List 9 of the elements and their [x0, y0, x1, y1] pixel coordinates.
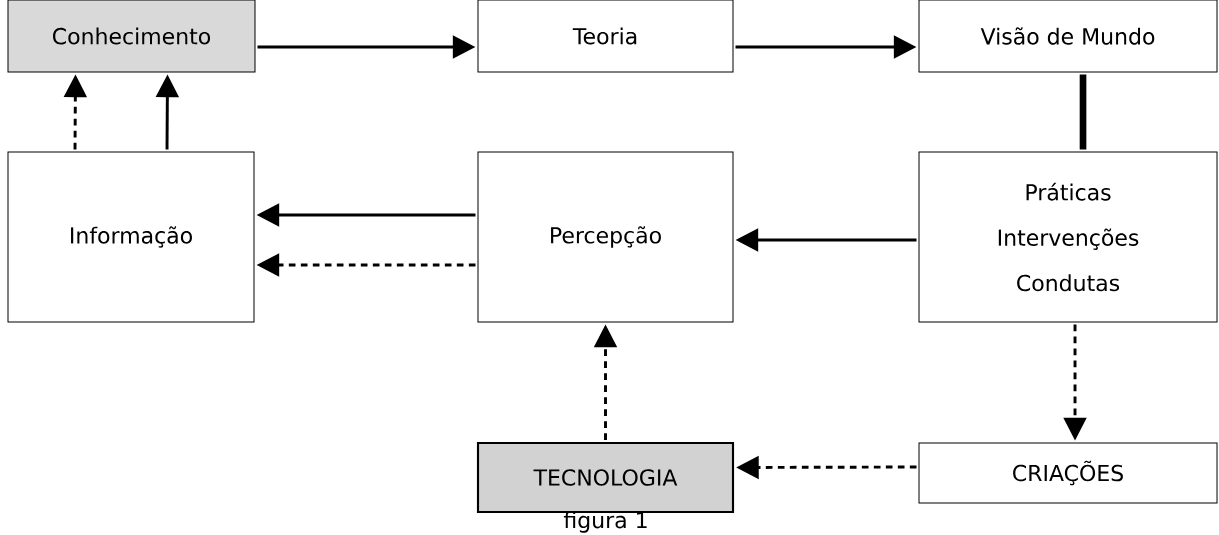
process-box: TECNOLOGIA [476, 441, 735, 514]
process-box: Práticas Intervenções Condutas [918, 151, 1218, 323]
process-box: CRIAÇÕES [918, 442, 1218, 504]
process-box: Percepção [477, 151, 734, 323]
process-box: Teoria [477, 0, 734, 73]
process-box: Informação [7, 151, 255, 323]
connector-line [1079, 74, 1087, 150]
process-box: Visão de Mundo [918, 0, 1218, 73]
process-box: Conhecimento [7, 0, 256, 73]
